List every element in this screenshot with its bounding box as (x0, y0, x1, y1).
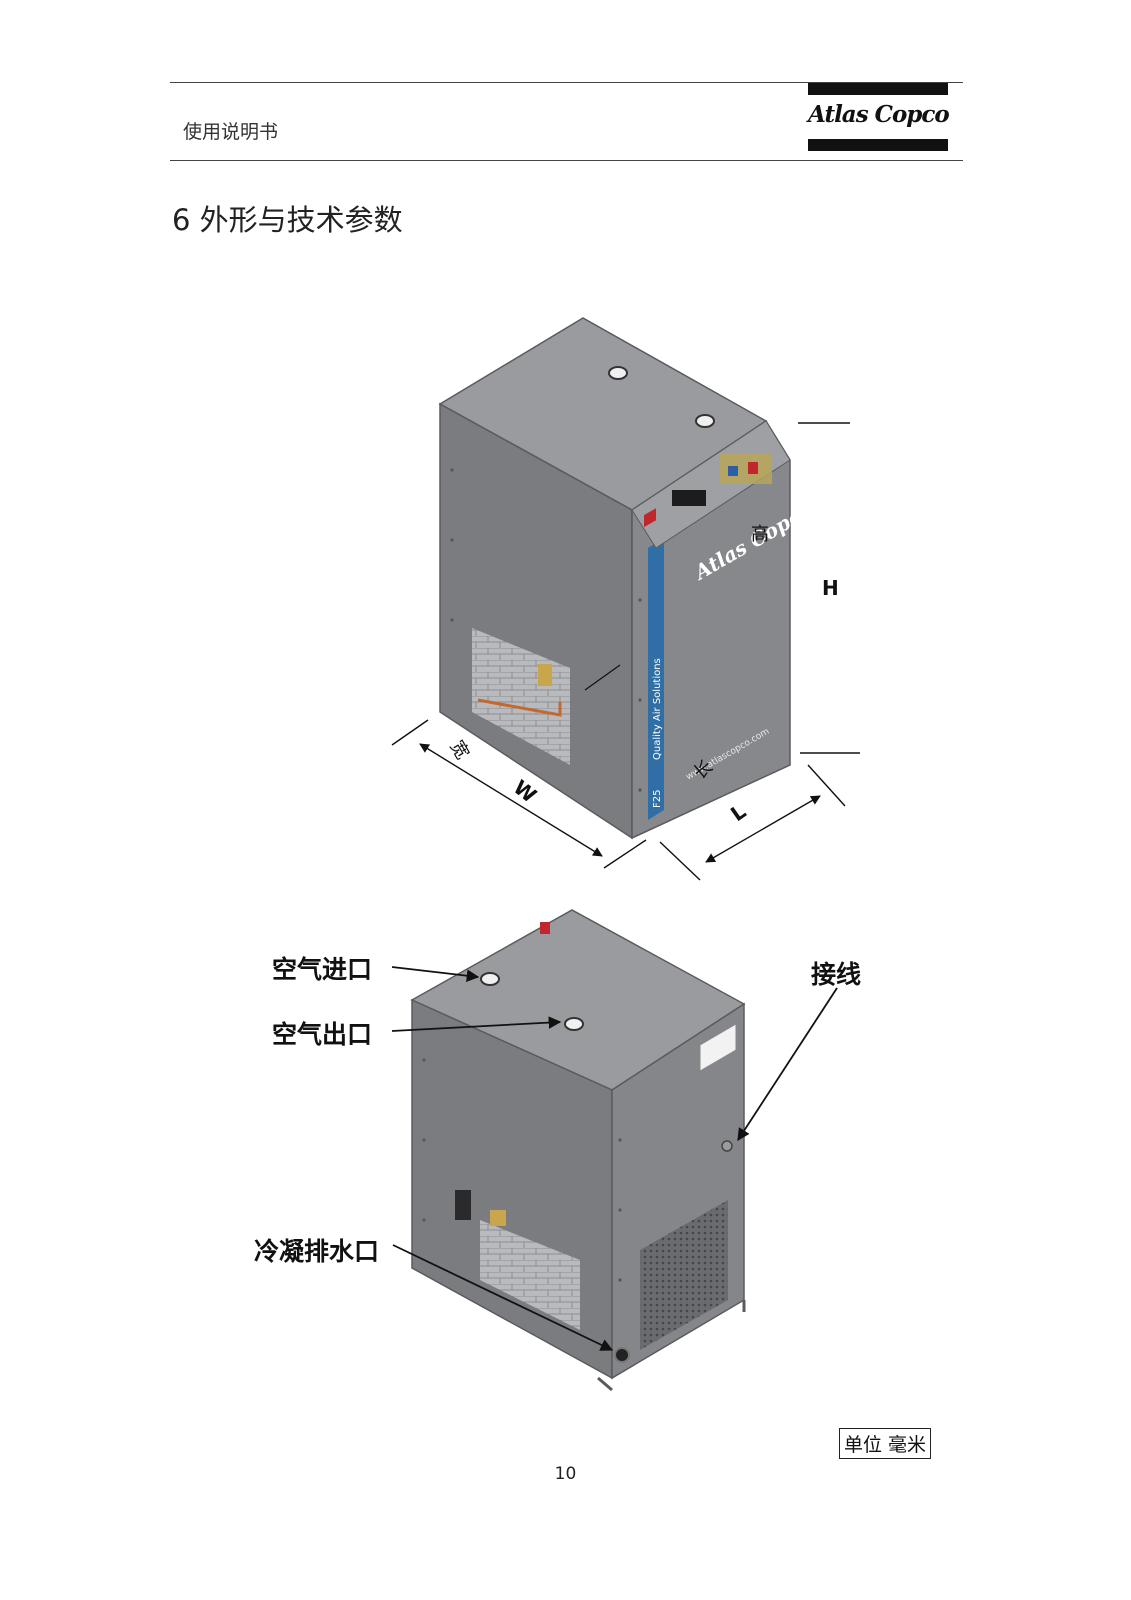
header-top-rule (170, 82, 963, 83)
dryer-rear-view (410, 909, 746, 1392)
atlas-copco-logo: Atlas Copco (808, 83, 950, 151)
wiring-label: 接线 (811, 960, 862, 989)
width-cn-label: 宽 (446, 737, 473, 763)
air-inlet-label: 空气进口 (272, 955, 373, 984)
header-title: 使用说明书 (183, 121, 279, 143)
condensate-drain-label: 冷凝排水口 (254, 1237, 380, 1266)
height-letter-label: H (822, 576, 839, 600)
dimension-lines (391, 422, 860, 881)
width-letter-label: W (509, 775, 541, 807)
dryer-front-view (438, 317, 791, 840)
page-number: 10 (554, 1464, 577, 1484)
height-cn-label: 高 (751, 524, 769, 545)
unit-note: 单位 毫米 (839, 1428, 932, 1459)
air-outlet-label: 空气出口 (272, 1020, 373, 1049)
logo-wordmark: Atlas Copco (808, 101, 950, 128)
header-bottom-rule (170, 160, 963, 161)
unit-tagline-text: Quality Air Solutions (652, 658, 663, 760)
unit-model-text: F25 (652, 790, 663, 808)
length-letter-label: L (726, 799, 750, 826)
section-title: 6 外形与技术参数 (172, 203, 403, 237)
callout-leaders (391, 966, 838, 1351)
